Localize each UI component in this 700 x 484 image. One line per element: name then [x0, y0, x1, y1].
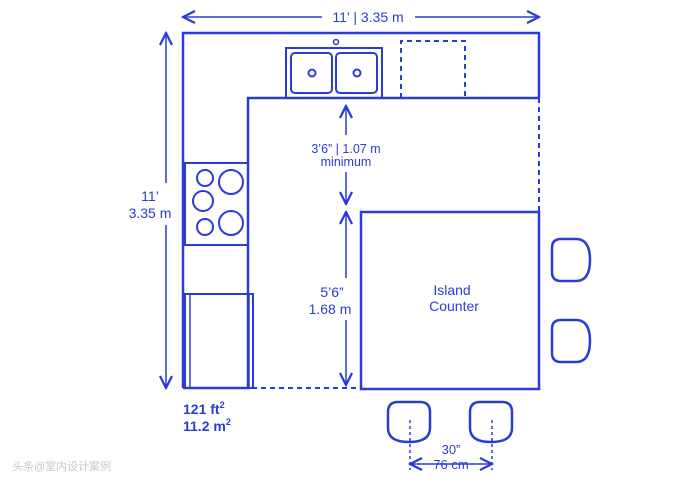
cooktop — [184, 162, 249, 246]
dishwasher — [400, 40, 466, 98]
refrigerator — [184, 293, 254, 389]
stool-spacing-in: 30” — [442, 442, 461, 457]
area-m-label: 11.2 m2 — [183, 417, 231, 434]
stool-bottom-2 — [468, 400, 514, 444]
dim-island-label-ft: 5’6” — [320, 284, 344, 300]
stool-spacing-cm: 76 cm — [433, 457, 468, 472]
dim-top-label: 11’ | 3.35 m — [332, 9, 403, 25]
dim-clearance-note: minimum — [321, 155, 372, 169]
island-label-line2: Counter — [429, 298, 479, 314]
dim-side-label-m: 3.35 m — [129, 205, 172, 221]
double-sink — [285, 38, 383, 99]
stool-right-1 — [550, 237, 592, 283]
stool-right-2 — [550, 318, 592, 364]
dim-side-label-ft: 11’ — [141, 188, 159, 204]
stool-bottom-1 — [386, 400, 432, 444]
area-ft-label: 121 ft2 — [183, 400, 225, 417]
island-label-line1: Island — [433, 282, 470, 298]
island-counter — [359, 210, 541, 391]
dim-island-label-m: 1.68 m — [309, 301, 352, 317]
watermark: 头条@室内设计案例 — [12, 459, 111, 473]
dim-clearance-label: 3’6” | 1.07 m — [311, 142, 380, 156]
